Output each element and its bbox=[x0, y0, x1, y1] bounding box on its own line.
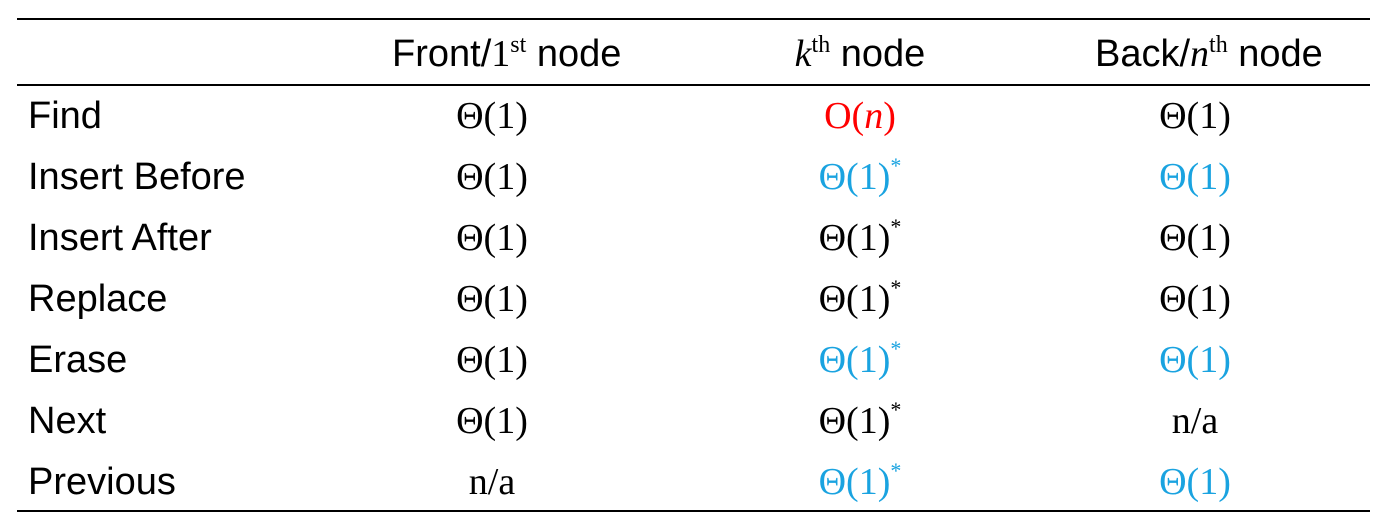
cell-kth: Θ(1)* bbox=[818, 397, 902, 443]
cell-kth: Θ(1)* bbox=[818, 458, 902, 504]
cell-back: n/a bbox=[1171, 400, 1219, 442]
cell-back: Θ(1) bbox=[1159, 95, 1231, 137]
cell-front: Θ(1) bbox=[456, 95, 528, 137]
table-row: Erase Θ(1) Θ(1)* Θ(1) bbox=[0, 330, 1398, 390]
cell-front: Θ(1) bbox=[456, 400, 528, 442]
cell-kth: O(n) bbox=[824, 95, 896, 137]
row-label: Replace bbox=[28, 278, 168, 320]
row-label: Previous bbox=[28, 461, 176, 503]
cell-front: Θ(1) bbox=[456, 278, 528, 320]
table-row: Find Θ(1) O(n) Θ(1) bbox=[0, 86, 1398, 146]
cell-back: Θ(1) bbox=[1159, 278, 1231, 320]
cell-front: Θ(1) bbox=[456, 156, 528, 198]
row-label: Erase bbox=[28, 339, 128, 381]
cell-back: Θ(1) bbox=[1159, 217, 1231, 259]
cell-kth: Θ(1)* bbox=[818, 336, 902, 382]
cell-front: Θ(1) bbox=[456, 217, 528, 259]
table-top-rule bbox=[17, 18, 1370, 20]
cell-back: Θ(1) bbox=[1159, 461, 1231, 503]
cell-front: Θ(1) bbox=[456, 339, 528, 381]
row-label: Insert After bbox=[28, 217, 212, 259]
table-row: Previous n/a Θ(1)* Θ(1) bbox=[0, 452, 1398, 512]
cell-back: Θ(1) bbox=[1159, 156, 1231, 198]
table-row: Insert Before Θ(1) Θ(1)* Θ(1) bbox=[0, 147, 1398, 207]
cell-front: n/a bbox=[468, 461, 516, 503]
table-row: Insert After Θ(1) Θ(1)* Θ(1) bbox=[0, 208, 1398, 268]
cell-kth: Θ(1)* bbox=[818, 153, 902, 199]
row-label: Find bbox=[28, 95, 102, 137]
table-header-rule bbox=[17, 84, 1370, 86]
header-front-node: Front/1st node bbox=[392, 32, 622, 75]
row-label: Insert Before bbox=[28, 156, 246, 198]
header-back-node: Back/nth node bbox=[1095, 32, 1323, 75]
header-kth-node: kth node bbox=[794, 32, 926, 75]
table-row: Next Θ(1) Θ(1)* n/a bbox=[0, 391, 1398, 451]
cell-kth: Θ(1)* bbox=[818, 275, 902, 321]
cell-kth: Θ(1)* bbox=[818, 214, 902, 260]
cell-back: Θ(1) bbox=[1159, 339, 1231, 381]
row-label: Next bbox=[28, 400, 107, 442]
table-row: Replace Θ(1) Θ(1)* Θ(1) bbox=[0, 269, 1398, 329]
table-bottom-rule bbox=[17, 510, 1370, 512]
